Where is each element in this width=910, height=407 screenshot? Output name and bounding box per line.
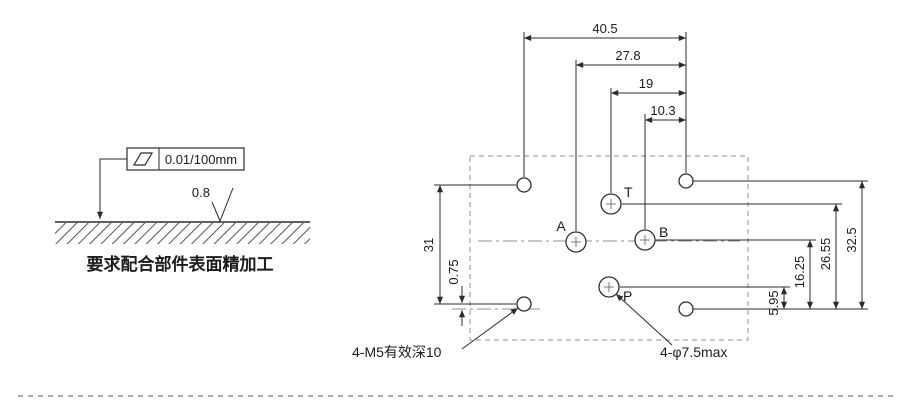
- left-dimensions: 31 0.75: [421, 184, 516, 326]
- dimension-value: 32.5: [844, 227, 859, 252]
- dimension-value: 40.5: [592, 21, 617, 36]
- dimension-value: 10.3: [650, 103, 675, 118]
- mounting-hole-bottom-left: [516, 296, 532, 312]
- mounting-hole-top-left: [516, 177, 532, 193]
- dimension-value: 31: [421, 238, 436, 252]
- port-label-B: B: [659, 224, 668, 240]
- surface-caption: 要求配合部件表面精加工: [87, 254, 274, 274]
- dimension-value: 16.25: [792, 256, 807, 289]
- roughness-icon: [211, 187, 234, 223]
- port-B-centermark: [640, 235, 650, 245]
- leader-port-holes: [615, 293, 673, 346]
- tolerance-leader: [96, 158, 127, 219]
- port-label-T: T: [624, 184, 633, 200]
- right-dimensions: 32.5 26.55 16.25 5.95: [620, 180, 868, 316]
- port-label-A: A: [556, 218, 566, 234]
- note-port-holes: 4-φ7.5max: [660, 344, 727, 360]
- surface-hatch: [55, 223, 310, 244]
- note-mounting-holes: 4-M5有效深10: [352, 344, 442, 360]
- mounting-plate-outline: [469, 155, 749, 341]
- mounting-plate-view: T A B P: [452, 155, 749, 341]
- flatness-icon: [132, 152, 154, 166]
- dimension-value: 0.75: [446, 259, 461, 284]
- dimension-value: 26.55: [818, 238, 833, 271]
- mounting-hole-top-right: [678, 173, 694, 189]
- dimension-value: 27.8: [615, 48, 640, 63]
- hole-notes: 4-M5有效深10 4-φ7.5max: [352, 293, 727, 360]
- dimension-value: 19: [639, 76, 653, 91]
- tolerance-value: 0.01/100mm: [165, 152, 237, 167]
- port-label-P: P: [623, 288, 632, 304]
- leader-mounting-holes: [461, 307, 519, 350]
- port-A-centermark: [571, 237, 581, 247]
- roughness-value: 0.8: [192, 185, 210, 200]
- top-dimensions: 40.5 27.8 19 10.3: [523, 21, 687, 231]
- dimension-value: 5.95: [766, 290, 781, 315]
- surface-finish-callout: 0.01/100mm 0.8 要求配合部件表面精加工: [55, 147, 310, 274]
- mounting-hole-bottom-right: [678, 301, 694, 317]
- port-P-centermark: [604, 282, 614, 292]
- port-T-centermark: [606, 199, 616, 209]
